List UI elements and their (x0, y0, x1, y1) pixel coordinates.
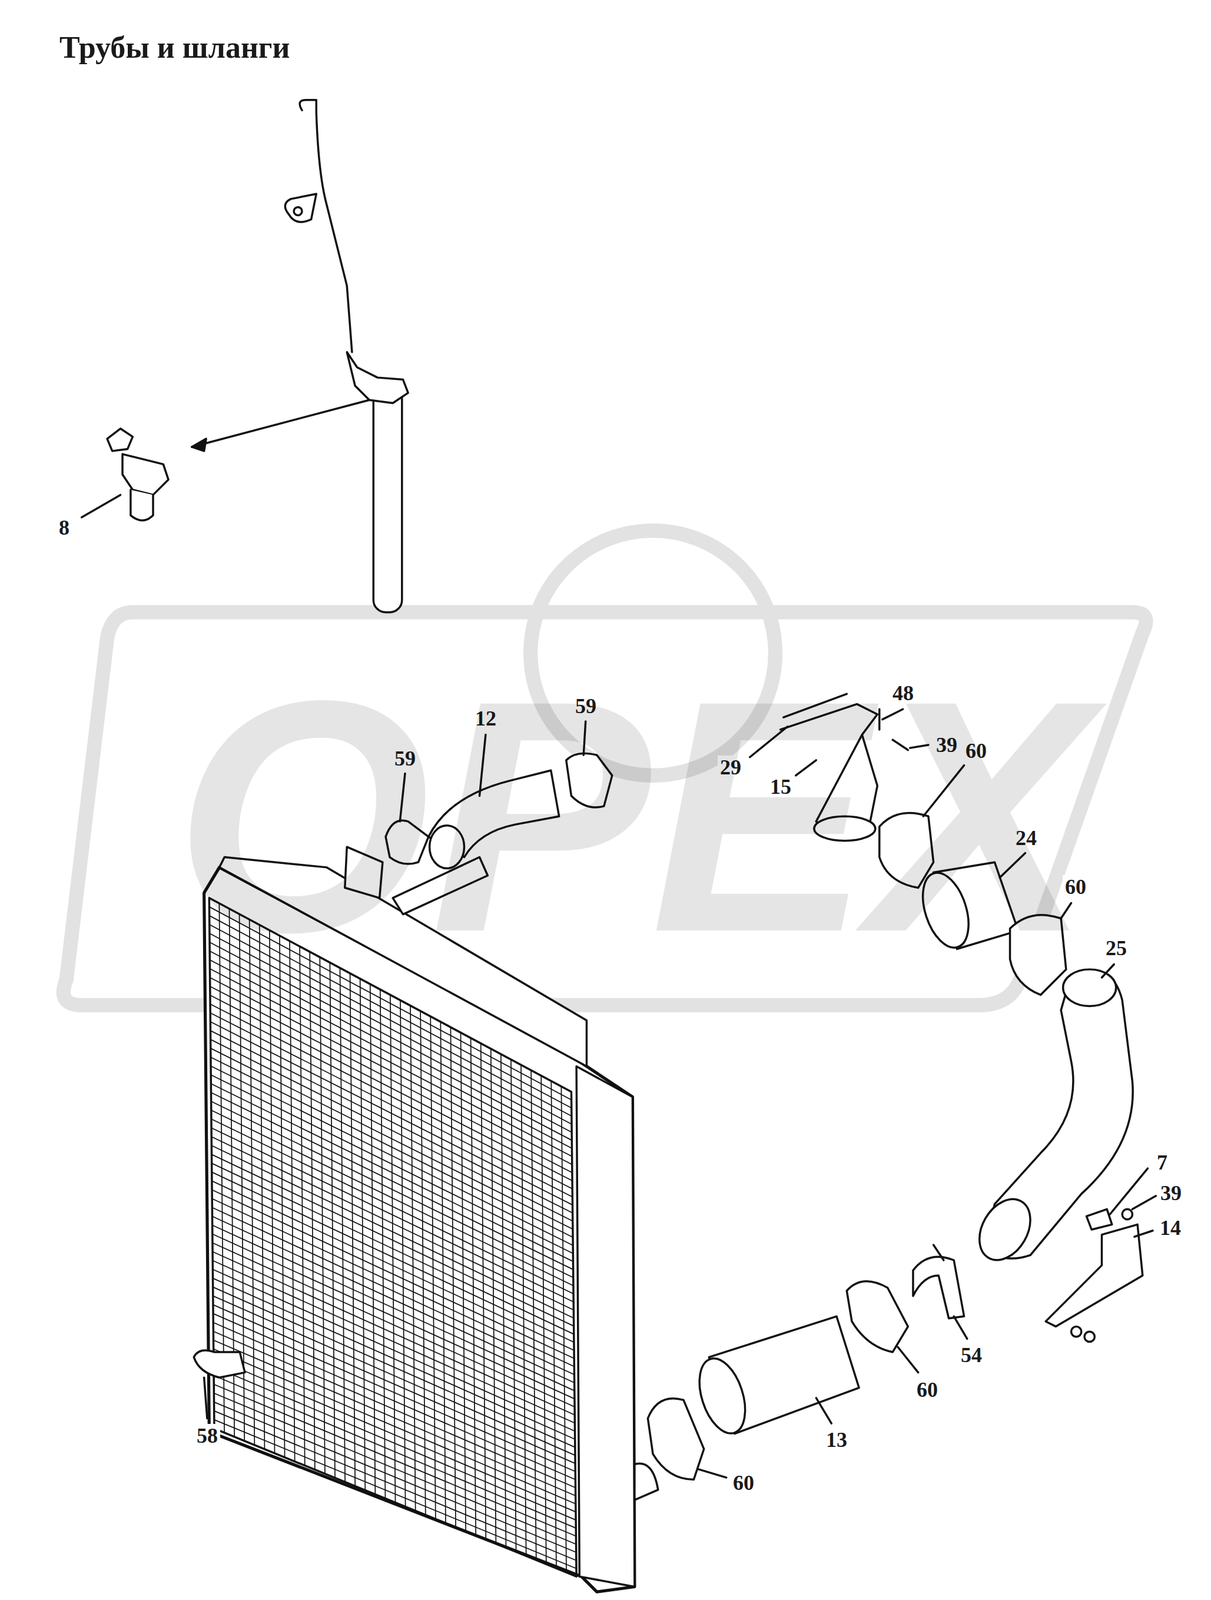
leader-line (897, 1346, 919, 1372)
valve-body (122, 453, 169, 495)
callout-number: 7 (1154, 1150, 1170, 1174)
page-title: Трубы и шланги (59, 32, 290, 63)
leader-line (81, 494, 121, 517)
grid-line (299, 946, 305, 1466)
bolt (933, 1244, 944, 1260)
grid-line (289, 940, 295, 1462)
grid-line (561, 1086, 567, 1572)
callout-number: 58 (194, 1423, 221, 1448)
grid-line (511, 1059, 517, 1552)
clamp-60 (647, 1398, 704, 1480)
grid-line (430, 1016, 436, 1519)
grid-line (521, 1064, 527, 1556)
grid-line (279, 935, 285, 1458)
grid-line (501, 1053, 507, 1548)
leader-line (1132, 1195, 1156, 1210)
part-7 (1086, 1208, 1113, 1230)
leader-line (953, 1315, 968, 1339)
grid-line (370, 983, 376, 1494)
valve-knob (107, 428, 133, 451)
drain-plug-58 (193, 1349, 245, 1378)
leader-line (815, 1397, 832, 1423)
grid-line (480, 1043, 487, 1540)
watermark: OPEX (174, 651, 1091, 981)
callout-number: 14 (1157, 1215, 1184, 1240)
nut (1071, 1326, 1082, 1337)
leader-line (698, 1468, 727, 1478)
pointer-line (191, 399, 370, 447)
callout-number: 60 (914, 1377, 941, 1402)
grid-line (249, 918, 255, 1445)
grid-line (460, 1032, 466, 1531)
grid-line (329, 962, 335, 1478)
callout-number: 25 (1103, 936, 1130, 960)
radiator-side-tank (576, 1066, 635, 1587)
grid-line (269, 930, 275, 1453)
clamp-60 (846, 1281, 908, 1352)
grid-line (551, 1080, 557, 1568)
valve-spout (130, 489, 154, 521)
grid-line (380, 989, 386, 1498)
watermark-logo (63, 530, 1147, 1005)
grid-line (350, 973, 356, 1486)
washer (1122, 1208, 1133, 1219)
grid-line (420, 1010, 426, 1515)
callout-number: 54 (958, 1342, 985, 1367)
callout-number: 8 (56, 515, 72, 540)
grid-line (440, 1021, 446, 1523)
grid-line (450, 1026, 456, 1527)
grid-line (541, 1075, 547, 1565)
hose-end (691, 1352, 755, 1439)
drain-tube (373, 382, 403, 613)
grid-line (259, 924, 265, 1449)
callout-number: 60 (730, 1470, 757, 1495)
radiator-outlet (634, 1462, 659, 1500)
callout-number: 13 (823, 1427, 850, 1452)
leader-line (204, 1377, 208, 1418)
grid-line (400, 1000, 406, 1507)
grid-line (339, 967, 345, 1482)
callout-number: 39 (1158, 1180, 1184, 1205)
leader-line (1109, 1168, 1148, 1214)
grid-line (531, 1069, 537, 1560)
radiator-core-grid (208, 903, 577, 1572)
rod-bracket (284, 193, 317, 222)
grid-line (490, 1048, 497, 1544)
grid-line (309, 951, 315, 1469)
nut (1084, 1331, 1095, 1342)
leader-lines (81, 494, 1157, 1478)
hose-end (969, 1189, 1041, 1269)
bracket-hole (293, 207, 303, 216)
grid-line (390, 994, 396, 1502)
pointer-head (191, 438, 207, 451)
grid-line (319, 956, 325, 1473)
drain-rod (299, 100, 353, 353)
grid-line (360, 978, 366, 1491)
drain-valve (346, 352, 408, 404)
leader-line (1134, 1230, 1153, 1237)
bracket-14 (1045, 1223, 1143, 1326)
grid-line (470, 1037, 477, 1536)
watermark-frame (63, 612, 1147, 1005)
grid-line (410, 1005, 416, 1511)
leader-line (1101, 963, 1114, 978)
radiator-core (208, 897, 577, 1577)
clamp-54 (913, 1256, 965, 1319)
